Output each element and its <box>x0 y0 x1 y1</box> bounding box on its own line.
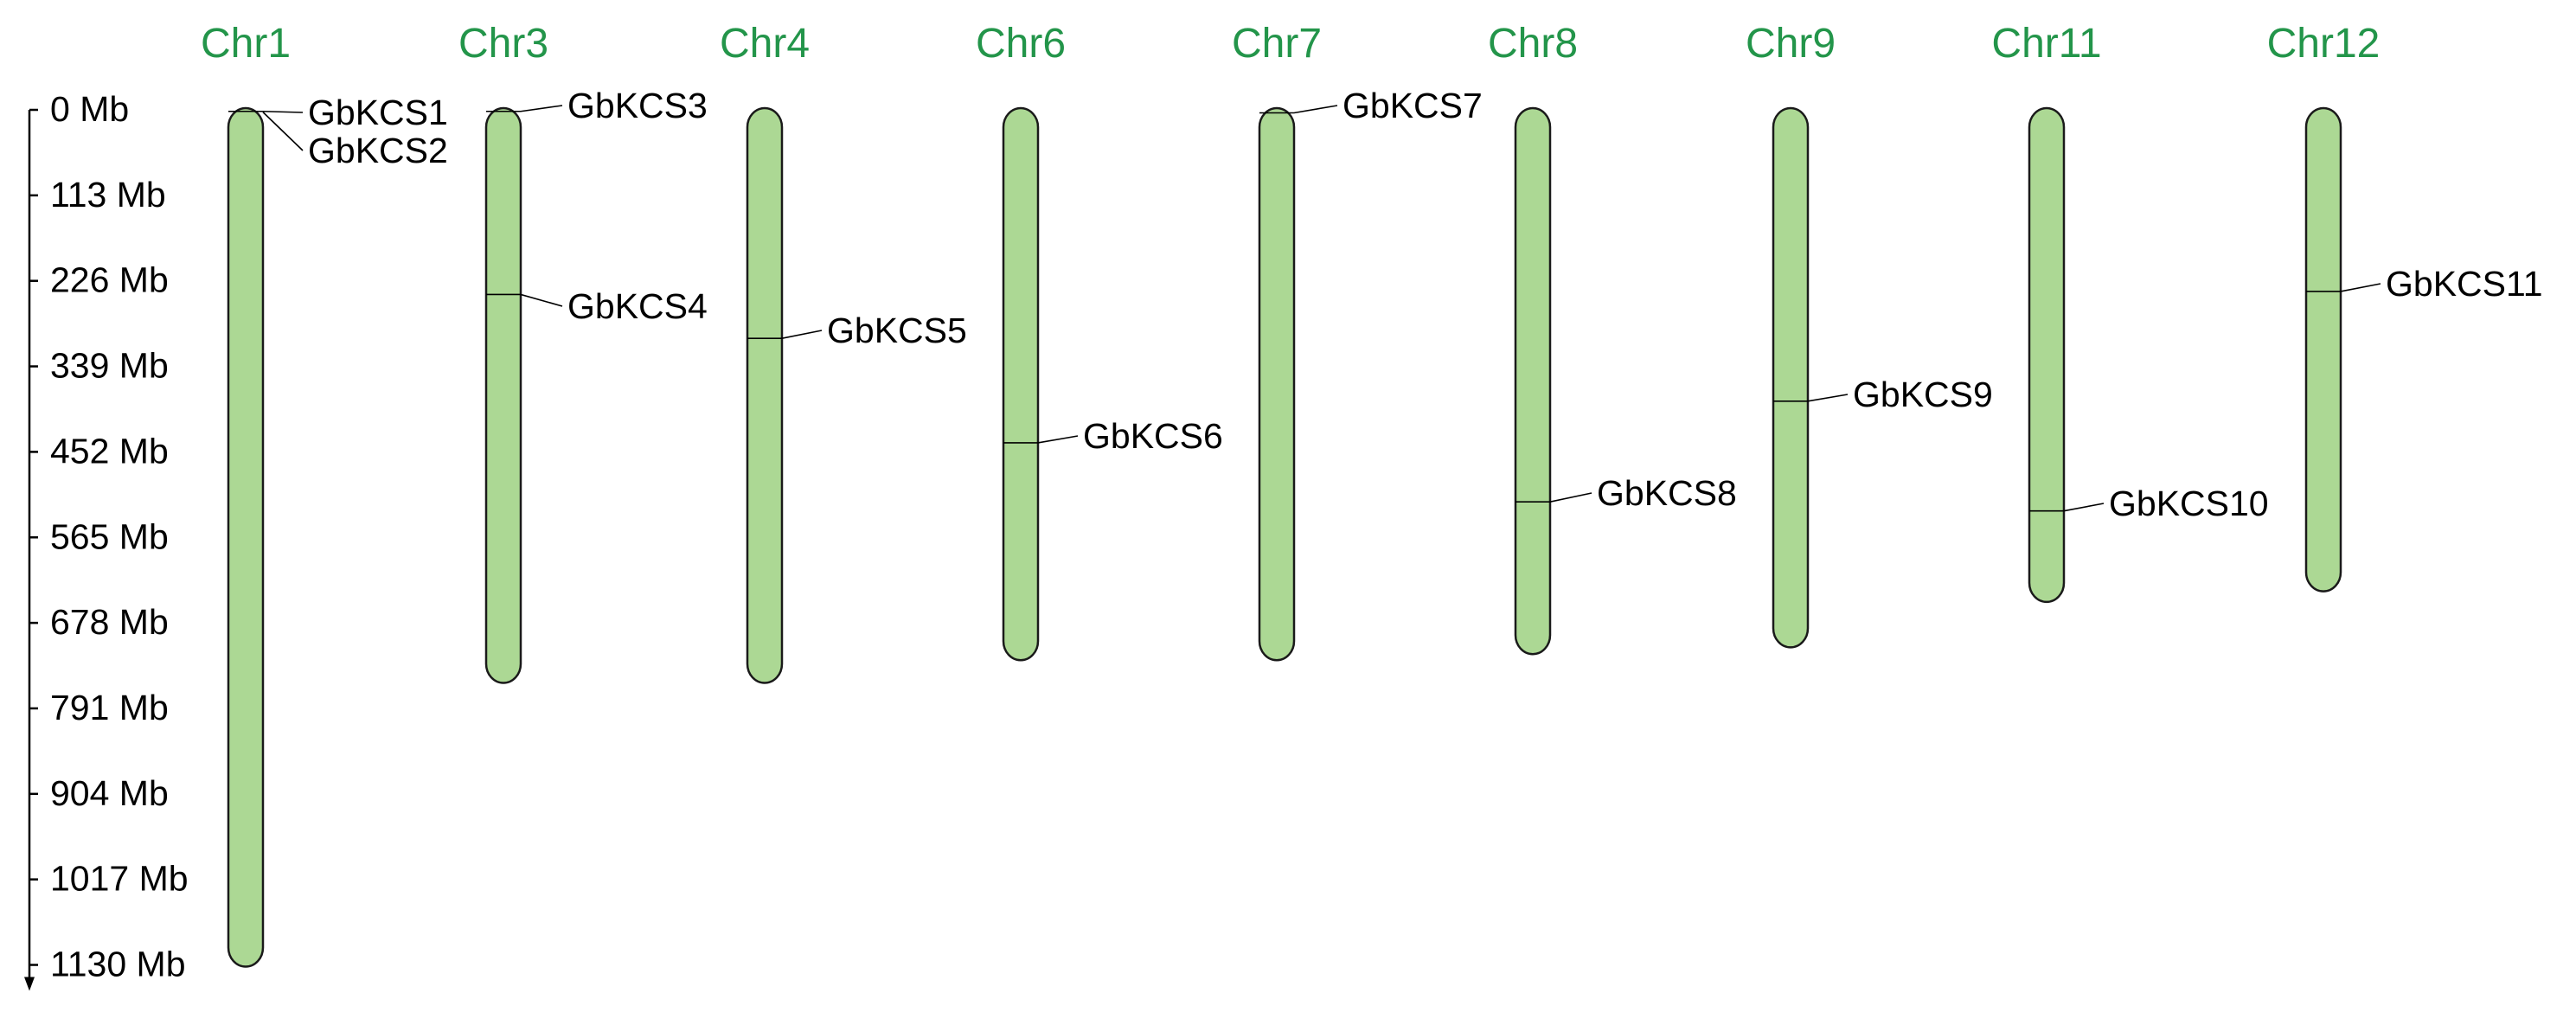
gene-marker-line <box>486 105 563 112</box>
gene-label: GbKCS7 <box>1342 86 1483 125</box>
gene-label: GbKCS3 <box>567 86 708 125</box>
chromosome-title: Chr1 <box>201 21 291 67</box>
gene-label: GbKCS1 <box>308 93 448 132</box>
scale-tick-label: 226 Mb <box>50 260 169 300</box>
scale-tick-label: 791 Mb <box>50 688 169 727</box>
chromosomes: Chr1GbKCS1GbKCS2Chr3GbKCS3GbKCS4Chr4GbKC… <box>201 21 2543 968</box>
gene-marker-line <box>747 330 823 339</box>
scale-tick-label: 113 Mb <box>50 175 166 215</box>
chromosome-title: Chr12 <box>2267 21 2381 67</box>
chromosome-bar <box>2304 106 2342 593</box>
chromosome-bar <box>227 106 265 968</box>
scale-tick-label: 678 Mb <box>50 602 169 642</box>
chromosome-bar <box>2028 106 2066 604</box>
chromosome-bar <box>1258 106 1296 662</box>
scale-tick-label: 339 Mb <box>50 346 169 386</box>
gene-marker-line <box>1259 105 1338 114</box>
scale-arrow-icon <box>24 977 35 991</box>
chromosome-bar <box>746 106 784 684</box>
gene-marker-line <box>262 112 304 151</box>
chromosome-bar <box>1772 106 1810 649</box>
chromosome-bar <box>484 106 522 684</box>
scale-tick-label: 565 Mb <box>50 516 169 556</box>
gene-marker-line <box>1003 435 1079 444</box>
gene-label: GbKCS9 <box>1853 375 1993 414</box>
gene-marker-line <box>2306 283 2381 292</box>
gene-label: GbKCS11 <box>2386 264 2543 304</box>
chromosome-title: Chr6 <box>976 21 1066 67</box>
chromosome-title: Chr8 <box>1488 21 1578 67</box>
gene-marker-line <box>1515 492 1592 503</box>
gene-marker-line <box>486 293 563 307</box>
chromosome-title: Chr11 <box>1991 21 2101 67</box>
scale-tick-label: 452 Mb <box>50 431 169 471</box>
chromosome-title: Chr3 <box>458 21 548 67</box>
gene-label: GbKCS6 <box>1083 416 1223 456</box>
gene-marker-line <box>1773 394 1849 402</box>
scale-tick-label: 904 Mb <box>50 773 169 813</box>
chromosome-title: Chr9 <box>1746 21 1836 67</box>
gene-label: GbKCS4 <box>567 286 708 326</box>
scale-tick-label: 0 Mb <box>50 89 129 129</box>
gene-marker-line <box>2029 503 2105 512</box>
gene-label: GbKCS2 <box>308 131 448 170</box>
chromosome-bar <box>1514 106 1552 656</box>
scale-axis: 0 Mb 113 Mb 226 Mb 339 Mb 452 Mb 565 Mb 678 Mb… <box>24 89 189 991</box>
chromosome-title: Chr4 <box>720 21 810 67</box>
gene-label: GbKCS8 <box>1597 473 1737 513</box>
scale-tick-label: 1130 Mb <box>50 945 186 984</box>
gene-label: GbKCS5 <box>827 311 967 350</box>
chromosome-bar <box>1002 106 1040 662</box>
chromosome-title: Chr7 <box>1232 21 1322 67</box>
gene-label: GbKCS10 <box>2109 484 2269 523</box>
scale-tick-label: 1017 Mb <box>50 859 189 899</box>
